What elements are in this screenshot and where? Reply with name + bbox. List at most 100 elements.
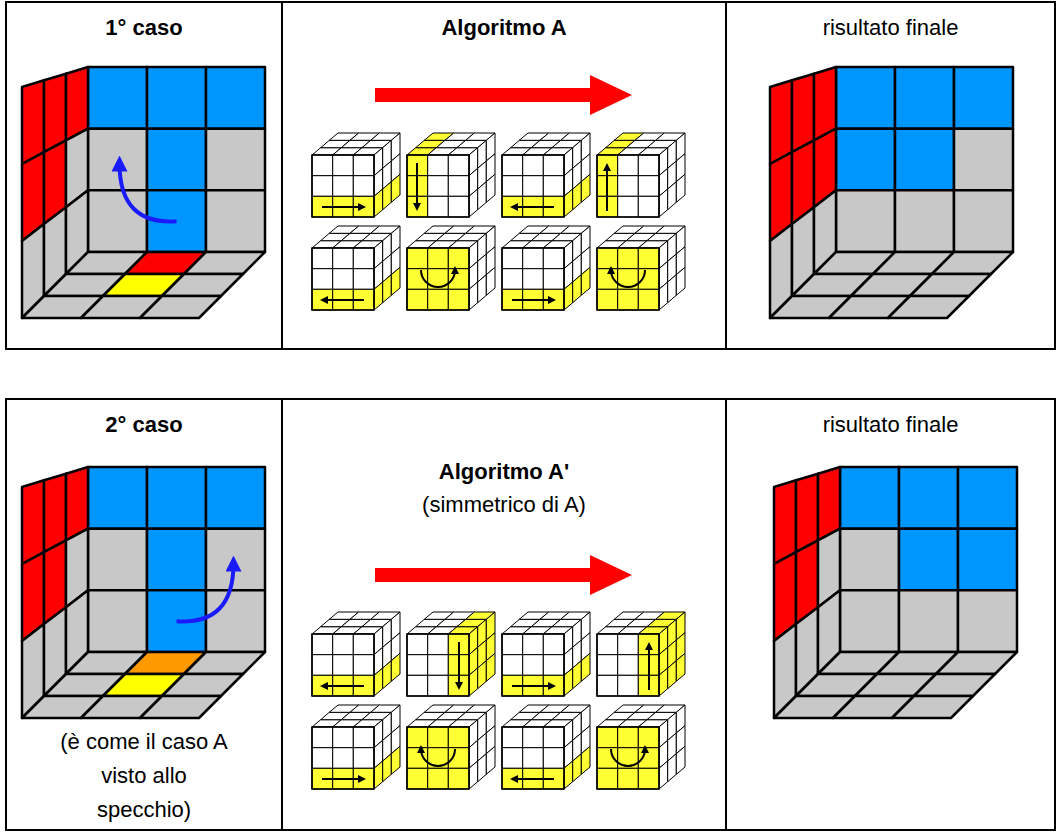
icon-outline [502,248,564,310]
icon-layer [333,155,354,176]
cube-sticker [22,80,44,164]
icon-layer [469,761,478,789]
cube-sticker [888,296,969,318]
move-icon [502,133,590,217]
cell-note: (simmetrico di A) [289,488,719,522]
table-cell: 1° caso [5,1,283,350]
icon-layer [573,754,582,782]
icon-layer [407,727,428,748]
icon-layer [353,248,374,269]
cube-sticker [840,590,899,652]
icon-layer [564,189,573,217]
icon-layer [543,155,564,176]
icon-outline [502,727,564,789]
move-arrow [177,564,234,622]
icon-layer [618,155,639,176]
icon-layer [469,668,478,696]
icon-outline [312,634,374,696]
cube-sticker [88,529,147,591]
icon-layer [448,289,469,310]
cube-sticker [936,652,1017,674]
cube-sticker [840,467,899,529]
cube-sticker [140,696,221,718]
move-icon [597,705,685,789]
cube-sticker [206,190,265,252]
cube-sticker [895,190,954,252]
icon-layer [618,768,639,789]
move-icon [312,133,400,217]
icon-layer [638,248,659,269]
icon-layer [353,269,374,290]
icon-layer [638,176,659,197]
icon-layer [469,189,478,217]
icon-layer [564,282,573,310]
icon-layer [428,655,449,676]
cube-sticker [206,529,265,591]
direction-arrow [375,555,632,595]
icon-layer [428,176,449,197]
icon-layer [523,155,544,176]
icon-layer [312,634,333,655]
icon-layer [486,174,495,202]
cube-sticker [958,467,1017,529]
icon-layer [502,727,523,748]
icon-arrow [514,206,554,208]
icon-layer [638,768,659,789]
icon-layer [333,748,354,769]
icon-outline [407,248,469,310]
icon-arrow [322,206,362,208]
rubik-cube [774,467,1017,718]
icon-layer [374,761,383,789]
icon-layer [428,727,449,748]
icon-layer [486,267,495,295]
icon-layer [597,248,618,269]
cube-sticker [44,474,66,553]
cell-heading: 2° caso [13,408,275,442]
icon-arrow [514,778,554,780]
move-arrow [120,164,177,222]
icon-layer [638,155,659,176]
icon-layer [448,155,469,176]
cube-sticker [954,129,1013,191]
icon-layer [374,282,383,310]
cube-sticker [88,467,147,529]
move-icon [502,612,590,696]
icon-outline [312,248,374,310]
icon-layer [312,248,333,269]
icon-layer [333,634,354,655]
cube-sticker [88,129,147,191]
move-icon [597,133,685,217]
icon-arrow [324,299,364,301]
icon-layer [581,267,590,295]
icon-layer [597,675,618,696]
icon-layer [618,727,639,748]
icon-layer [374,668,383,696]
icon-layer [502,748,523,769]
icon-layer [618,289,639,310]
cube-sticker [899,467,958,529]
icon-layer [448,248,469,269]
icon-layer [618,675,639,696]
icon-outline [597,727,659,789]
icon-layer [668,661,677,689]
cube-sticker [88,190,147,252]
icon-layer [638,289,659,310]
icon-layer [353,176,374,197]
cube-sticker [147,129,206,191]
icon-layer [543,634,564,655]
icon-layer [353,748,374,769]
icon-layer [523,634,544,655]
icon-layer [659,668,668,696]
cube-sticker [796,474,818,553]
cube-sticker [184,252,265,274]
icon-layer [668,754,677,782]
icon-layer [407,289,428,310]
icon-layer [448,727,469,748]
icon-layer [573,661,582,689]
cube-sticker [88,590,147,652]
icon-outline [407,727,469,789]
icon-layer [581,653,590,681]
cube-sticker [22,480,44,564]
icon-layer [523,248,544,269]
